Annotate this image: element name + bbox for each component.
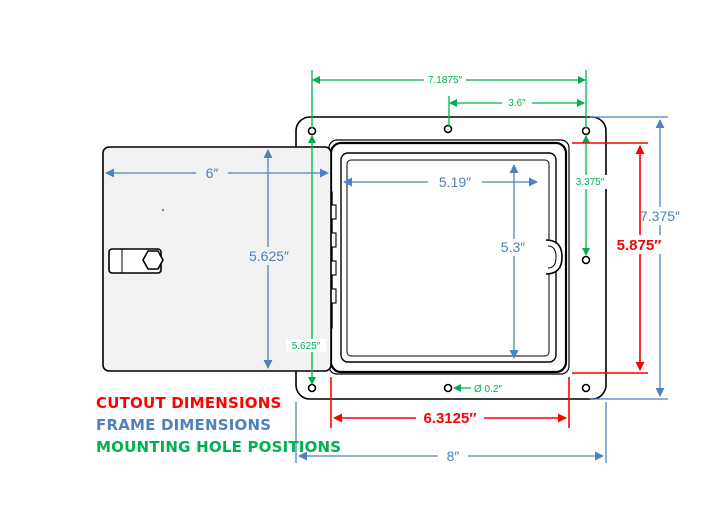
mounting-hole [443, 383, 453, 393]
dim-door-height: 5.625″ [249, 248, 289, 264]
dim-frame-height: 7.375″ [640, 208, 680, 224]
dim-cutout-width: 6.3125″ [423, 410, 476, 427]
mounting-hole [443, 124, 453, 134]
legend-cutout-dimensions: CUTOUT DIMENSIONS [96, 394, 282, 412]
dim-mount-right-vertical: 3.375″ [576, 177, 605, 188]
latch-receiver [545, 239, 563, 275]
door-panel [102, 146, 332, 372]
dim-opening-height: 5.3″ [501, 239, 525, 255]
mounting-holes [307, 124, 591, 393]
mounting-hole [581, 255, 591, 265]
dim-mount-left-vertical: 5.625″ [292, 341, 321, 352]
latch-nut [142, 250, 164, 270]
dim-door-width: 6″ [206, 165, 219, 181]
dim-mount-top-span: 7.1875″ [428, 75, 463, 86]
mounting-hole [307, 383, 317, 393]
dim-frame-width: 8″ [447, 448, 460, 464]
legend-frame-dimensions: FRAME DIMENSIONS [96, 416, 272, 434]
mounting-hole [581, 383, 591, 393]
mounting-hole [307, 126, 317, 136]
legend-mounting-hole-positions: MOUNTING HOLE POSITIONS [96, 438, 342, 456]
dim-cutout-height: 5.875″ [617, 237, 662, 254]
mounting-hole [581, 126, 591, 136]
dim-hole-diameter: Ø 0.2″ [474, 384, 502, 395]
dim-mount-inner-span: 3.6″ [508, 98, 526, 109]
dim-opening-width: 5.19″ [439, 174, 471, 190]
